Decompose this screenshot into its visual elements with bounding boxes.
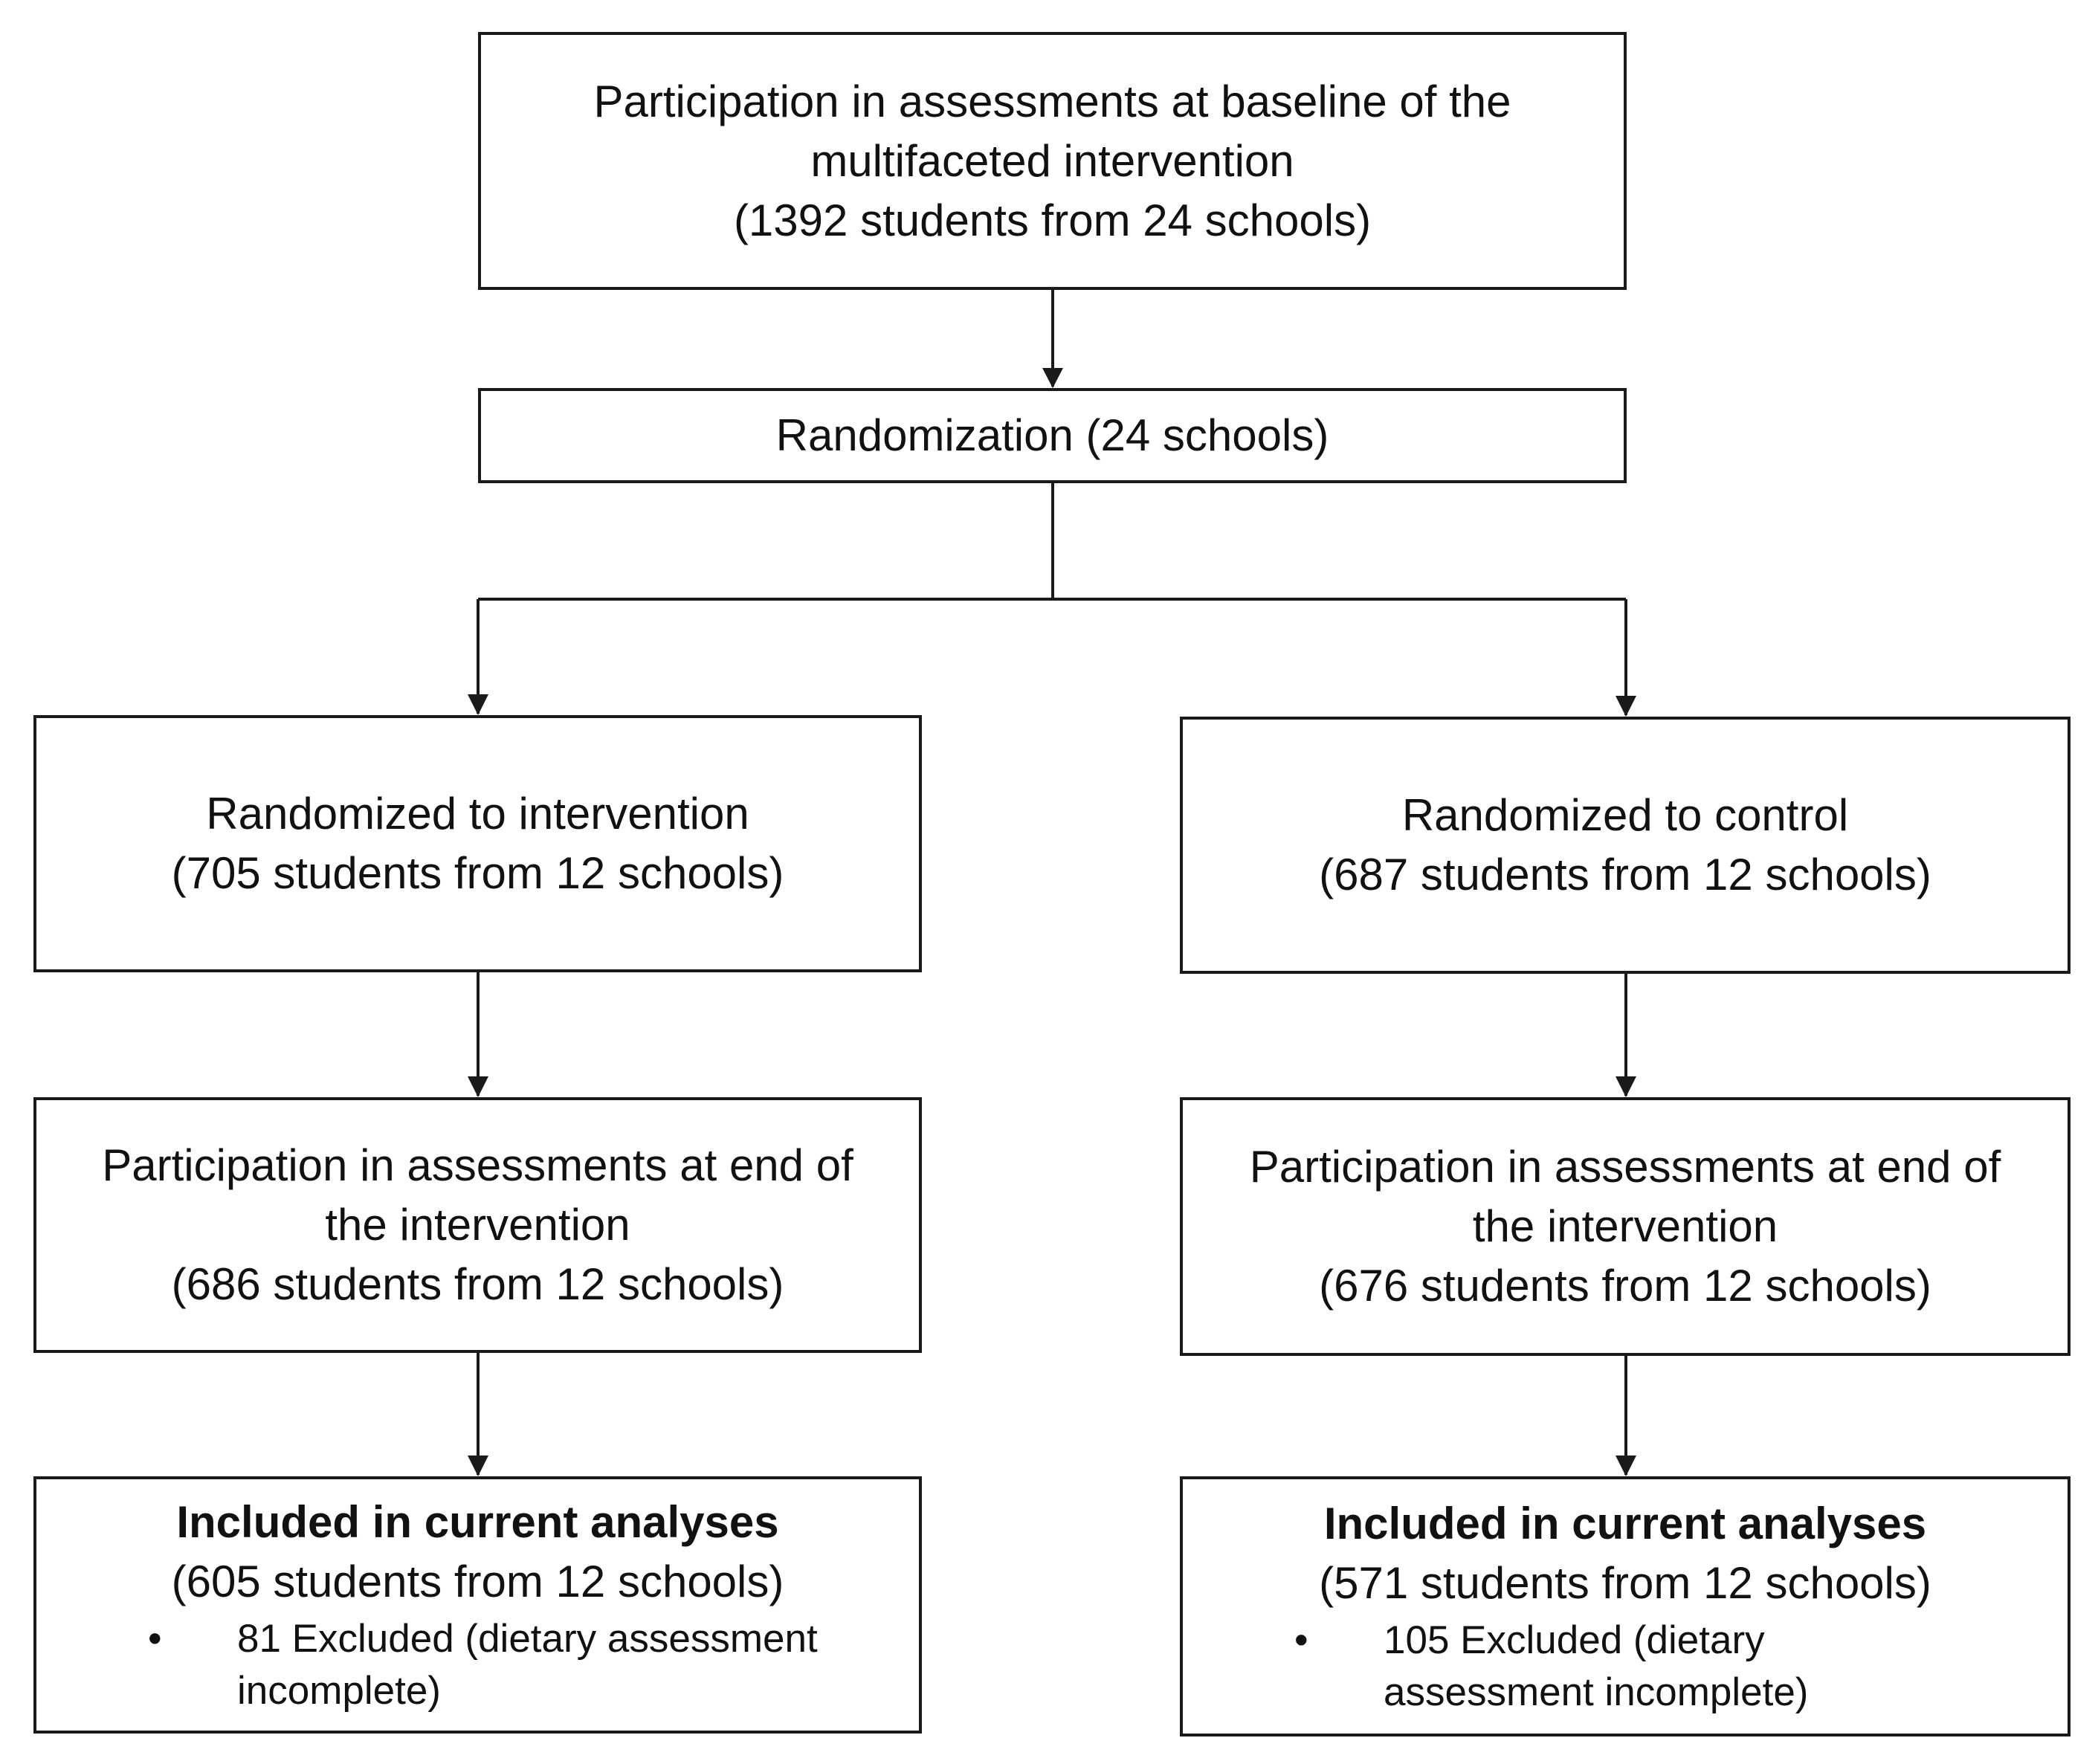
control-end-line-3: (676 students from 12 schools) [1319,1261,1931,1311]
arrowhead-control [1616,696,1636,717]
bullet-icon: • [148,1617,162,1661]
intervention-end-line-3: (686 students from 12 schools) [171,1259,784,1309]
control-randomized-box: Randomized to control (687 students from… [1180,717,2070,974]
intervention-randomized-line-1: Randomized to intervention [206,789,749,839]
arrowhead-intervention-end [468,1076,488,1097]
baseline-line-2: multifaceted intervention [810,135,1294,186]
intervention-included-line-2: (605 students from 12 schools) [171,1557,784,1606]
randomization-label: Randomization (24 schools) [775,410,1329,460]
bullet-icon: • [1294,1618,1308,1662]
randomization-box: Randomization (24 schools) [478,388,1627,483]
arrowhead-control-included [1616,1456,1636,1476]
intervention-excluded-item: • 81 Excluded (dietary assessment incomp… [36,1613,919,1717]
intervention-included-box: Included in current analyses (605 studen… [33,1476,922,1734]
intervention-randomized-line-2: (705 students from 12 schools) [171,848,784,898]
intervention-end-line-1: Participation in assessments at end of [102,1140,853,1190]
control-randomized-line-1: Randomized to control [1401,790,1849,840]
arrowhead-intervention [468,694,488,715]
control-excluded-text: 105 Excluded (dietary assessment incompl… [1384,1615,2068,1719]
arrowhead-control-end [1616,1076,1636,1097]
intervention-end-box: Participation in assessments at end of t… [33,1097,922,1353]
baseline-box: Participation in assessments at baseline… [478,32,1627,290]
control-included-box: Included in current analyses (571 studen… [1180,1476,2070,1736]
intervention-end-line-2: the intervention [325,1200,630,1250]
control-included-title: Included in current analyses [1323,1499,1927,1548]
intervention-included-title: Included in current analyses [176,1497,779,1547]
control-end-line-2: the intervention [1472,1201,1778,1251]
intervention-excluded-line-1: 81 Excluded (dietary assessment [237,1617,818,1661]
baseline-line-3: (1392 students from 24 schools) [733,195,1372,245]
intervention-randomized-box: Randomized to intervention (705 students… [33,715,922,972]
control-end-box: Participation in assessments at end of t… [1180,1097,2070,1356]
intervention-excluded-line-2: incomplete) [237,1669,441,1713]
arrowhead-intervention-included [468,1456,488,1476]
baseline-line-1: Participation in assessments at baseline… [593,76,1511,126]
control-excluded-line-2: assessment incomplete) [1384,1670,1809,1714]
intervention-excluded-text: 81 Excluded (dietary assessment incomple… [237,1613,919,1717]
control-excluded-item: • 105 Excluded (dietary assessment incom… [1183,1615,2068,1719]
control-excluded-line-1: 105 Excluded (dietary [1384,1618,1765,1662]
control-randomized-line-2: (687 students from 12 schools) [1319,850,1931,899]
arrowhead-randomization [1042,368,1063,388]
control-end-line-1: Participation in assessments at end of [1249,1142,2001,1192]
control-included-line-2: (571 students from 12 schools) [1319,1558,1931,1608]
